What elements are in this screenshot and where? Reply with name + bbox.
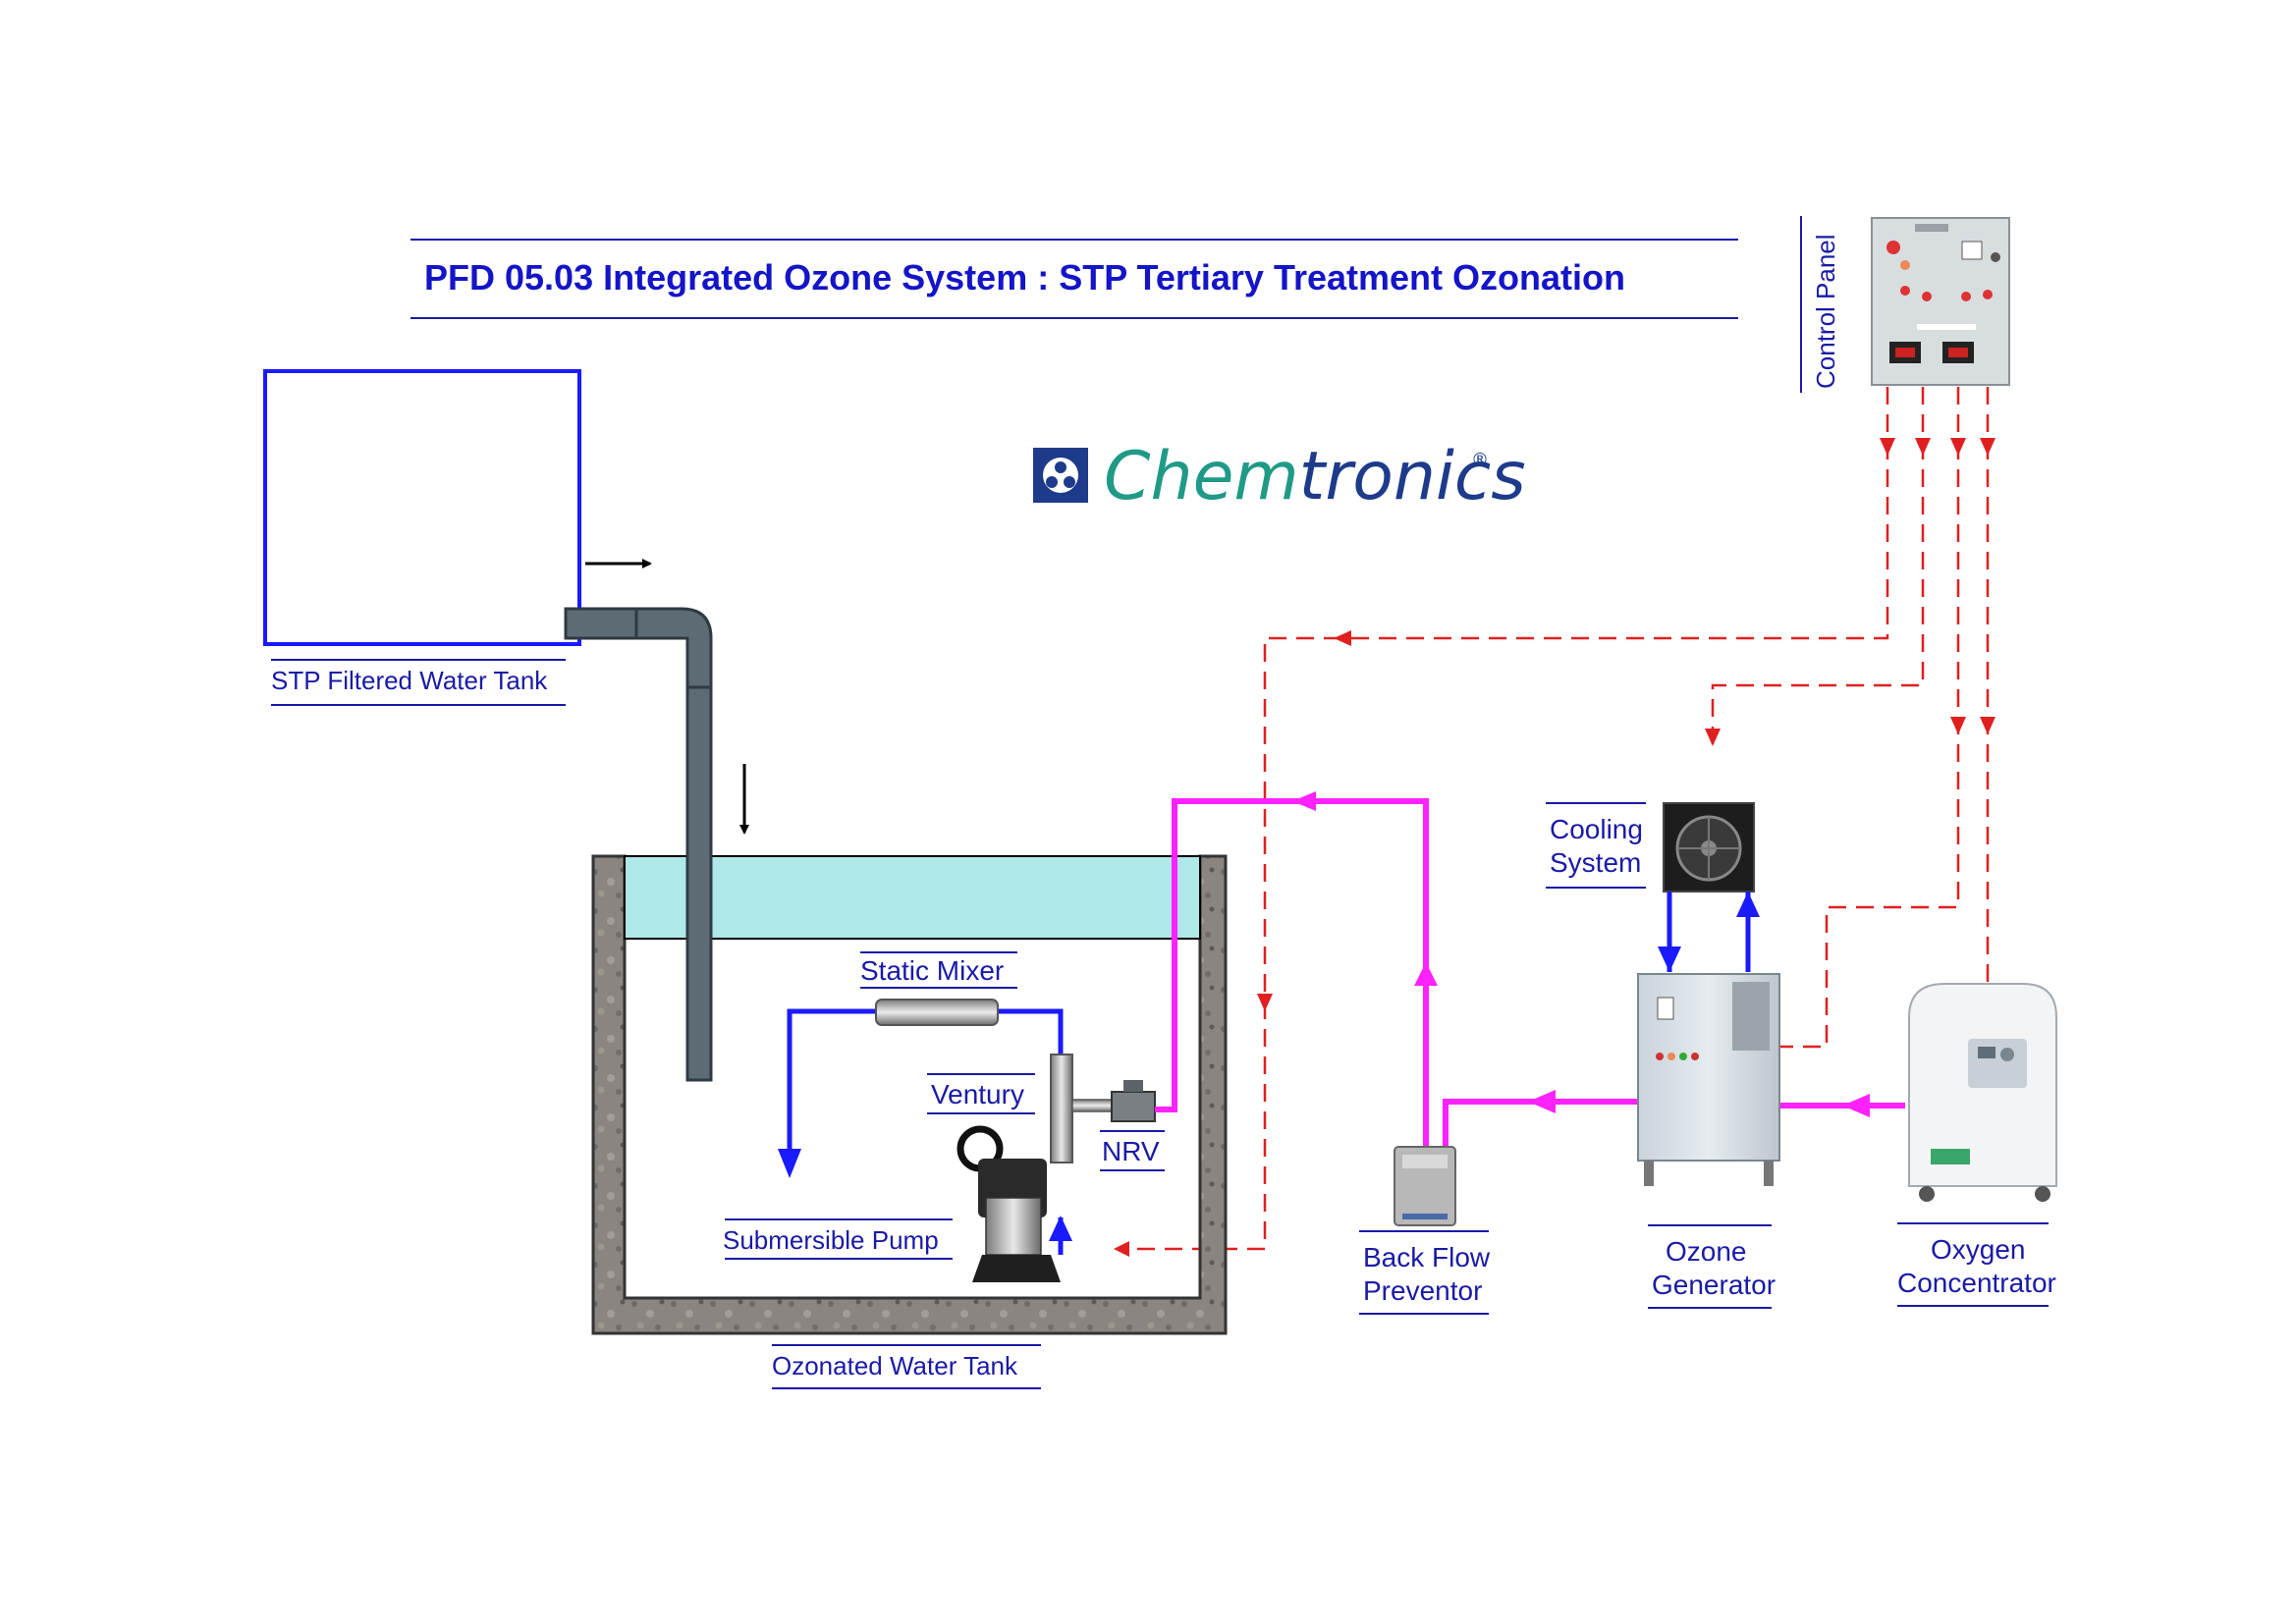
back-flow-preventor: Back Flow Preventor — [1359, 1146, 1491, 1315]
svg-text:Chemtronics: Chemtronics — [1104, 438, 1526, 515]
stp-filtered-water-tank: STP Filtered Water Tank — [263, 369, 652, 706]
water-arrowheads — [778, 1149, 1072, 1241]
ozone-arrowheads — [1292, 791, 1870, 1117]
ozonated-water-tank — [591, 854, 1228, 1335]
ozonated-tank-caption: Ozonated Water Tank — [772, 1344, 1041, 1389]
venturi-label: Ventury — [931, 1079, 1024, 1109]
page-title: PFD 05.03 Integrated Ozone System : STP … — [424, 257, 1625, 298]
pump-label: Submersible Pump — [723, 1225, 939, 1255]
control-panel-label: Control Panel — [1811, 234, 1840, 389]
ozone-generator: Ozone Generator — [1637, 973, 1780, 1309]
stp-tank-label: STP Filtered Water Tank — [271, 666, 548, 695]
registered-mark: ® — [1471, 450, 1489, 470]
submersible-pump: Submersible Pump — [723, 1125, 1061, 1282]
ozonated-tank-label: Ozonated Water Tank — [772, 1351, 1018, 1380]
brand-name-chem: Chem — [1104, 438, 1299, 515]
cooling-label-line2: System — [1550, 847, 1641, 878]
static-mixer-label: Static Mixer — [860, 955, 1004, 986]
ozone-gas-circuit — [1155, 798, 1905, 1147]
inlet-pipe — [564, 607, 749, 1082]
brand-name-tronics: tronics — [1299, 438, 1526, 515]
chemtronics-logo: Chemtronics ® — [1033, 438, 1526, 515]
oxygen-label-line2: Concentrator — [1897, 1268, 2056, 1298]
cooling-label-line1: Cooling — [1550, 814, 1643, 844]
control-signal-arrowheads — [1114, 438, 1995, 1257]
backflow-label-line1: Back Flow — [1363, 1242, 1491, 1272]
cooling-system: Cooling System — [1546, 802, 1760, 972]
static-mixer: Static Mixer — [860, 951, 1017, 1026]
oxygen-label-line1: Oxygen — [1931, 1234, 2026, 1265]
water-surface — [624, 855, 1201, 940]
title-block: PFD 05.03 Integrated Ozone System : STP … — [410, 239, 1738, 319]
nrv-valve: NRV — [1100, 1080, 1165, 1171]
ozone-label-line1: Ozone — [1666, 1236, 1747, 1267]
backflow-label-line2: Preventor — [1363, 1275, 1482, 1306]
venturi: Ventury — [927, 1054, 1115, 1163]
oxygen-concentrator: Oxygen Concentrator — [1897, 983, 2057, 1307]
control-panel: Control Panel — [1800, 216, 2010, 393]
nrv-label: NRV — [1102, 1136, 1160, 1166]
ozone-label-line2: Generator — [1652, 1270, 1776, 1300]
